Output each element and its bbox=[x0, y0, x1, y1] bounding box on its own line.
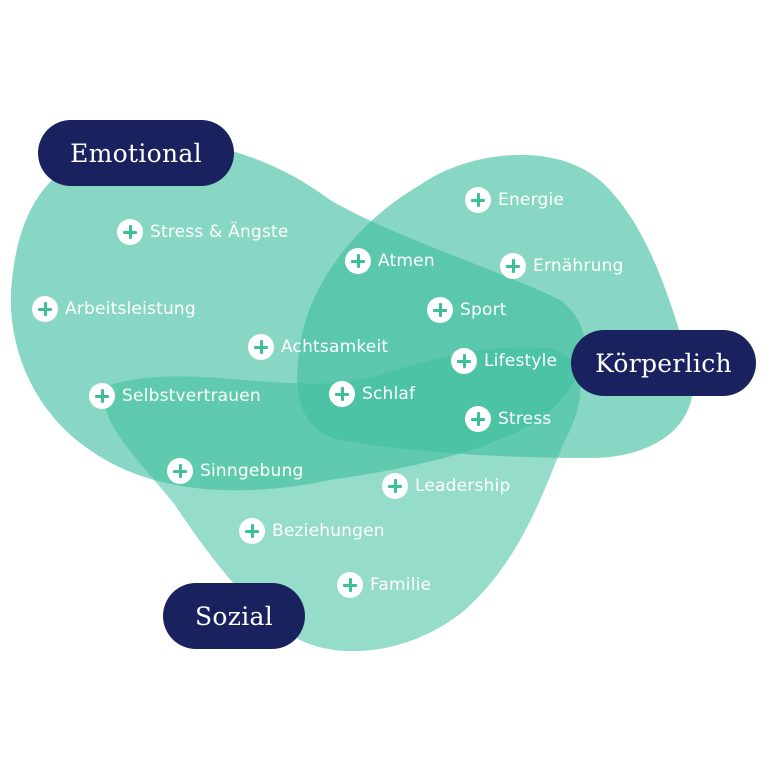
item-label: Stress bbox=[498, 409, 552, 429]
category-sozial: Sozial bbox=[163, 583, 305, 649]
item-atmen[interactable]: Atmen bbox=[345, 247, 435, 275]
plus-icon bbox=[465, 187, 491, 213]
plus-icon bbox=[382, 473, 408, 499]
plus-icon bbox=[239, 518, 265, 544]
item-ernaehrung[interactable]: Ernährung bbox=[500, 252, 624, 280]
plus-icon bbox=[248, 334, 274, 360]
plus-icon bbox=[337, 572, 363, 598]
item-stress[interactable]: Stress bbox=[465, 405, 551, 433]
item-leadership[interactable]: Leadership bbox=[382, 472, 510, 500]
item-label: Atmen bbox=[378, 251, 435, 271]
item-label: Arbeitsleistung bbox=[65, 299, 196, 319]
plus-icon bbox=[117, 219, 143, 245]
item-stress-aengste[interactable]: Stress & Ängste bbox=[117, 218, 289, 246]
plus-icon bbox=[451, 348, 477, 374]
plus-icon bbox=[465, 406, 491, 432]
item-label: Energie bbox=[498, 190, 565, 210]
plus-icon bbox=[89, 383, 115, 409]
sozial-area bbox=[105, 347, 581, 652]
item-label: Leadership bbox=[415, 476, 511, 496]
item-sport[interactable]: Sport bbox=[427, 296, 507, 324]
item-label: Beziehungen bbox=[272, 521, 385, 541]
plus-icon bbox=[32, 296, 58, 322]
item-beziehungen[interactable]: Beziehungen bbox=[239, 517, 385, 545]
item-arbeitsleistung[interactable]: Arbeitsleistung bbox=[32, 295, 196, 323]
item-label: Lifestyle bbox=[484, 351, 558, 371]
item-selbstvertrauen[interactable]: Selbstvertrauen bbox=[89, 382, 261, 410]
item-familie[interactable]: Familie bbox=[337, 571, 431, 599]
item-sinngebung[interactable]: Sinngebung bbox=[167, 457, 303, 485]
plus-icon bbox=[427, 297, 453, 323]
item-label: Familie bbox=[370, 575, 432, 595]
plus-icon bbox=[345, 248, 371, 274]
item-schlaf[interactable]: Schlaf bbox=[329, 380, 415, 408]
category-koerperlich: Körperlich bbox=[571, 330, 756, 396]
plus-icon bbox=[500, 253, 526, 279]
plus-icon bbox=[167, 458, 193, 484]
item-label: Sinngebung bbox=[200, 461, 304, 481]
plus-icon bbox=[329, 381, 355, 407]
item-label: Schlaf bbox=[362, 384, 416, 404]
item-achtsamkeit[interactable]: Achtsamkeit bbox=[248, 333, 388, 361]
item-label: Selbstvertrauen bbox=[122, 386, 261, 406]
item-lifestyle[interactable]: Lifestyle bbox=[451, 347, 557, 375]
item-label: Achtsamkeit bbox=[281, 337, 389, 357]
item-label: Sport bbox=[460, 300, 507, 320]
item-energie[interactable]: Energie bbox=[465, 186, 564, 214]
item-label: Stress & Ängste bbox=[150, 222, 289, 242]
item-label: Ernährung bbox=[533, 256, 624, 276]
category-emotional: Emotional bbox=[38, 120, 234, 186]
